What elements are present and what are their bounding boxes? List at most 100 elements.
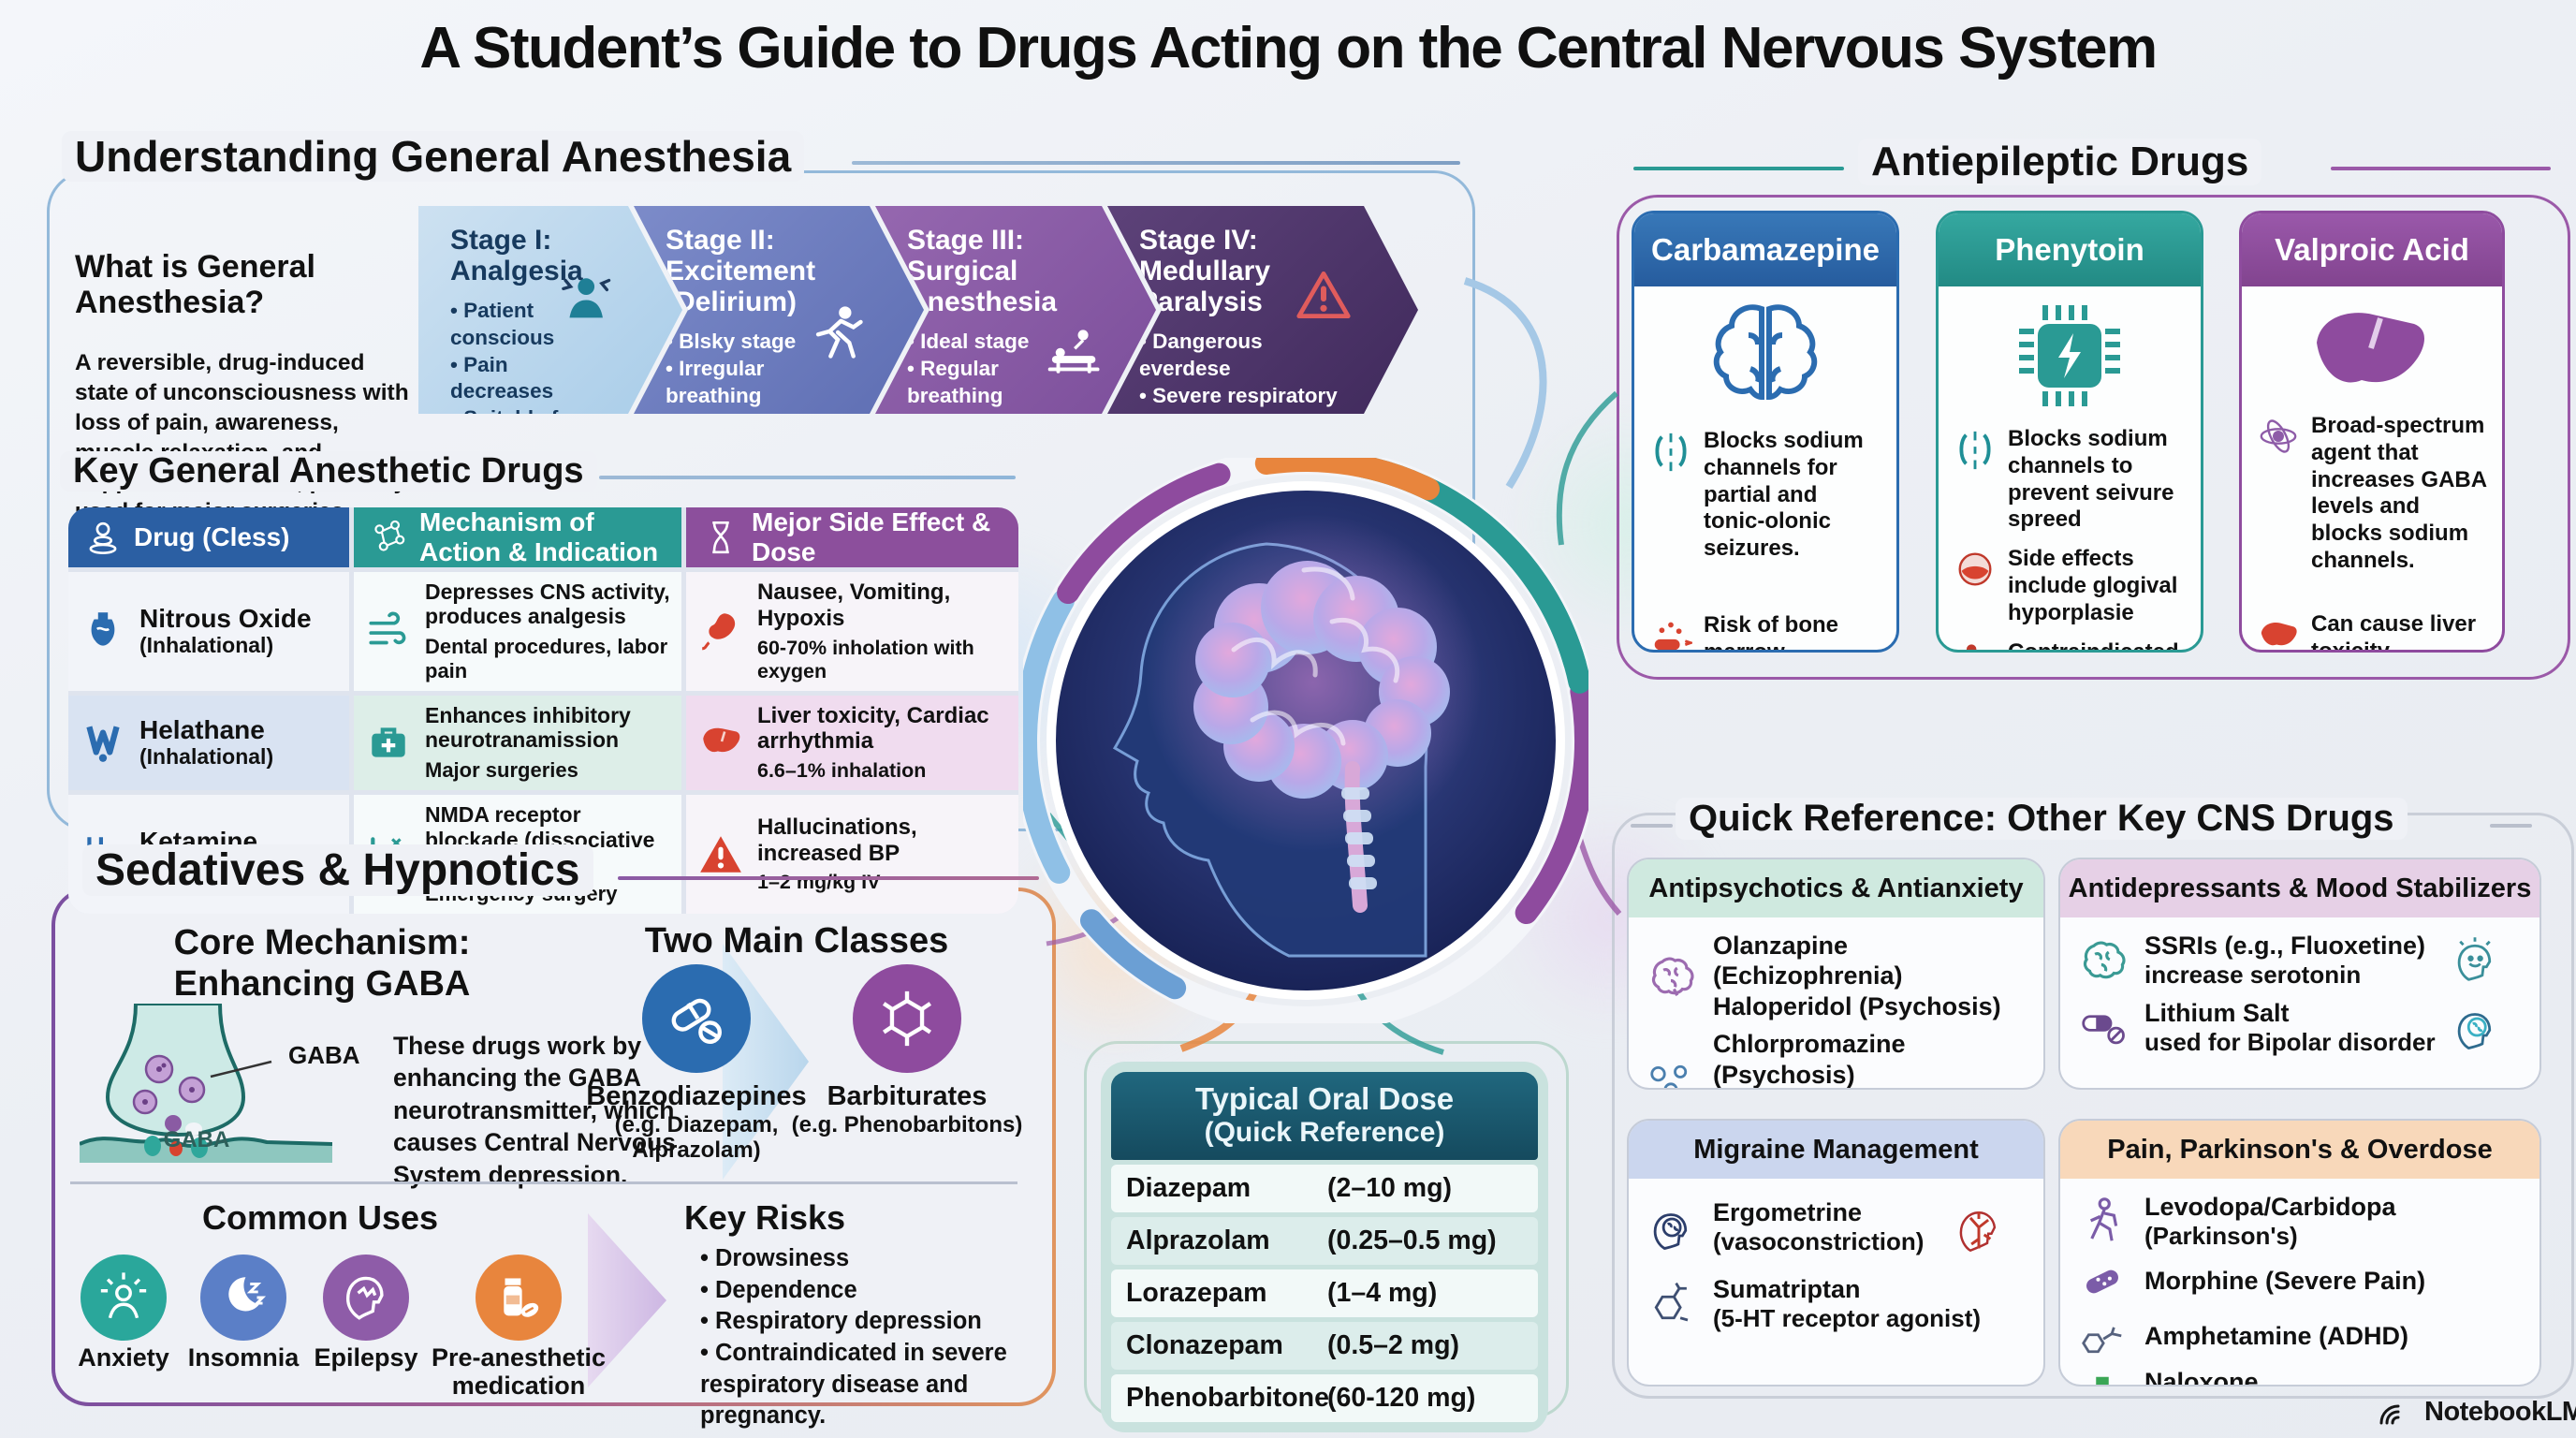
drug-point: Blocks sodium channels for partial and t… [1649,428,1881,563]
drug-name: SSRIs (e.g., Fluoxetine) [2144,932,2426,960]
table-header-label: Mejor Side Effect & Dose [752,507,991,566]
barbiturates-icon-circle [853,964,961,1073]
walking-person-icon [2089,1197,2118,1241]
drug-name: Helathane [139,714,265,744]
phenytoin-card: Phenytoin Blocks sodium channels to prev… [1936,211,2203,653]
use-label-preanesthetic: Pre-anesthetic medication [431,1343,607,1400]
anesthesia-stages: Stage I: Analgesia Patient conscious Pai… [418,206,1418,414]
bone-marrow-icon [1654,622,1692,650]
antipsychotics-card: Antipsychotics & Antianxiety Olanzapine … [1627,858,2045,1090]
table-row-mechanism: Enhances inhibitory neurotranamission Ma… [354,695,681,791]
table-row-side-effect: Liver toxicity, Cardiac arrhythmia 6.6–1… [686,695,1018,791]
drug-detail: (Psychosis) [1859,991,2001,1020]
breath-wind-icon [369,612,406,645]
stage-bullet: Patient conscious [450,298,615,352]
drug-point: Side effects include glogival hyporplasi… [1954,546,2186,626]
table-row-side-effect: Hallucinations, increased BP 1–2 mg/kg I… [686,795,1018,915]
what-is-body: A reversible, drug-induced state of unco… [75,350,409,524]
brain-teal-icon [2083,941,2126,979]
carbamazepine-card: Carbamazepine Blocks sodium channels for… [1632,211,1899,653]
card-title: Antipsychotics & Antianxiety [1629,859,2043,917]
dose-row: Clonazepam (0.5–2 mg) [1111,1322,1538,1370]
dose-text: 60-70% inholation with exygen [757,636,974,682]
anxiety-icon-circle [80,1255,167,1341]
conscious-patient-icon [555,266,613,324]
stage-bullet: Blsky stage [666,329,856,356]
antidepressants-card: Antidepressants & Mood Stabilizers SSRIs… [2058,858,2541,1090]
atom-icon [2260,419,2297,453]
drug-name: Chlorpromazine [1713,1030,1906,1059]
indication-text: Major surgeries [425,757,578,782]
brain-purple-icon [1651,957,1694,996]
drug-name: Levodopa/Carbidopa [2144,1193,2396,1221]
sodium-channel-icon [1959,431,1991,470]
pills-icon [671,998,722,1044]
gaba-synapse-illustration [80,1004,332,1163]
dose-row: Diazepam (2–10 mg) [1111,1165,1538,1212]
indication-text: Dental procedures, labor pain [425,634,668,682]
benzodiazepines-label: Benzodiazepines (e.g. Diazepam, Alprazol… [570,1081,823,1164]
table-row-drug: Nitrous Oxide (Inhalational) [68,572,349,691]
key-drugs-heading-line [599,476,1016,479]
stage-bullet: Pain decreases [450,352,615,406]
core-mechanism-body: These drugs work by enhancing the GABA n… [393,1032,676,1189]
epilepsy-icon-circle [323,1255,409,1341]
pain-parkinsons-overdose-card: Pain, Parkinson's & Overdose Levodopa/Ca… [2058,1119,2541,1387]
point-text: Can cause liver toxicity [2311,610,2477,653]
drug-name: Lithium Salt [2144,998,2290,1027]
drug-detail: (Parkinson's) [2144,1222,2298,1251]
oral-dose-title: Typical Oral Dose [1194,1081,1455,1116]
side-effect-text: Nausee, Vomiting, Hypoxis [757,580,951,631]
class-name: Benzodiazepines [586,1081,807,1111]
stage-3-surgical-anesthesia: Stage III: Surgical Anesthesia Ideal sta… [875,206,1156,414]
class-example: (e.g. Phenobarbitons) [791,1111,1023,1137]
gaba-membrane-label: GABA [163,1127,230,1152]
dose-value: (0.5–2 mg) [1327,1330,1459,1360]
drug-group: Chlorpromazine (Psychosis) Chlordiazepox… [1646,1029,2027,1088]
moon-sleep-icon [228,1277,267,1312]
anxiety-person-icon [100,1272,147,1319]
liver-purple-icon [2317,313,2424,383]
brain-illustration [1023,458,1588,1023]
point-text: Risk of bone marrow suppression [1704,611,1839,653]
dose-value: (1–4 mg) [1327,1278,1438,1308]
dose-value: (0.25–0.5 mg) [1327,1225,1497,1255]
happy-mind-icon [2457,937,2492,981]
card-title: Carbamazepine [1634,213,1896,286]
drug-group: Ergometrine (vasoconstriction) [1646,1197,2027,1257]
drug-detail: (5-HT receptor agonist) [1713,1303,1982,1332]
medical-kit-icon [372,727,405,758]
risk-item: Contraindicated in severe respiratory di… [700,1338,1048,1432]
benzodiazepines-icon-circle [642,964,751,1073]
vasoconstriction-head-icon [1959,1211,1997,1252]
stage-subtitle: Analgesia [450,256,583,286]
drug-name: Naloxone [2144,1367,2259,1387]
barbiturates-label: Barbiturates (e.g. Phenobarbitons) [781,1081,1033,1137]
gaba-vesicle-label: GABA [288,1041,360,1069]
inhaler-bottle-icon [91,612,115,647]
drug-name: Nitrous Oxide [139,603,312,633]
sedatives-heading-line [618,876,1039,880]
drug-detail: increase serotonin [2144,961,2362,990]
green-cross-icon [2096,1377,2109,1385]
stage-title: Stage IV: [1139,225,1258,256]
common-uses-heading: Common Uses [201,1198,439,1237]
dose-drug: Clonazepam [1126,1330,1283,1360]
drug-point: Blocks sodium channels to prevent seivur… [1954,426,2186,534]
sodium-channel-icon [1655,433,1687,472]
table-header-side-effect: Mejor Side Effect & Dose [686,507,1018,567]
liver-red-icon [2261,622,2297,646]
drug-group: SSRIs (e.g., Fluoxetine) increase seroto… [2077,931,2523,990]
dose-drug: Alprazolam [1126,1225,1270,1255]
drug-name: Olanzapine [1713,932,1849,960]
side-effect-text: Hallucinations, increased BP [757,814,917,866]
dose-text: 6.6–1% inhalation [757,759,927,783]
warning-triangle-icon [700,835,741,873]
qr-line-left [1631,824,1673,828]
watermark-text: NotebookLM [2424,1397,2576,1427]
lithium-pill-icon [2082,1015,2125,1045]
drug-group: Naloxone (Opioid Overdose Antidote) [2077,1367,2523,1387]
stage-bullet: Regular breathing [907,356,1089,410]
stage-subtitle: Medullary Paralysis [1139,256,1271,317]
